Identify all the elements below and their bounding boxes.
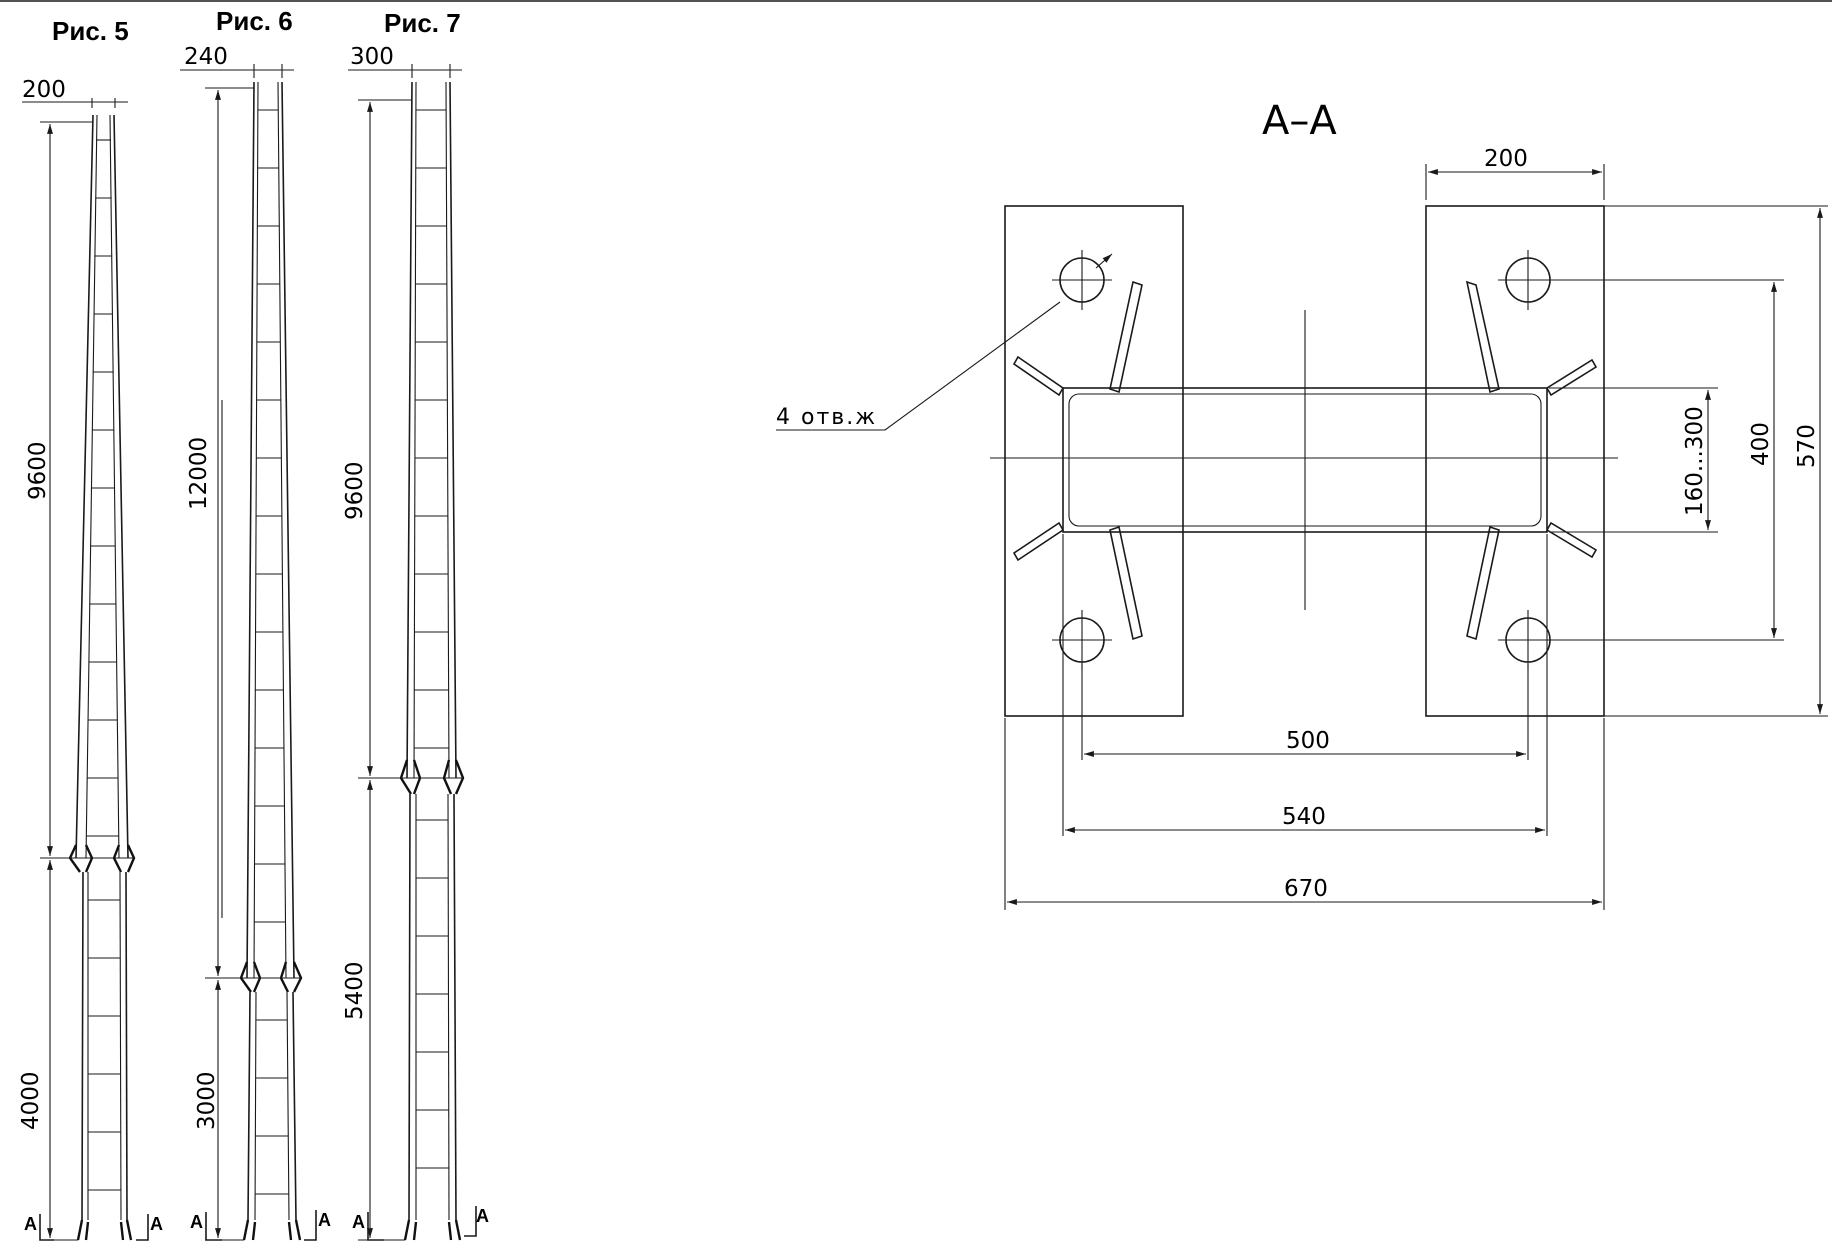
channel-height-dimension: 160...300 [1549, 387, 1718, 533]
channel-height-label: 160...300 [1682, 406, 1708, 516]
fig6-section-markers: A A [190, 1210, 331, 1241]
gusset-ribs [1012, 280, 1598, 641]
fig6-top-width-dimension: 240 [180, 44, 294, 78]
hole-callout-label: 4 отв.ж [776, 405, 877, 430]
figure-7-title: Рис. 7 [384, 8, 461, 38]
fig5-ladder-rungs [86, 139, 121, 1191]
fig7-height-dimensions: 9600 5400 [342, 99, 412, 1241]
right-base-plate [1425, 205, 1605, 717]
total-height-label: 570 [1794, 424, 1820, 468]
hole-spacing-y-dimension: 400 [1550, 279, 1784, 641]
bolt-hole-top-right [1498, 250, 1558, 310]
fig5-splice-joint [68, 844, 136, 873]
fig6-lower-height-label: 3000 [194, 1071, 220, 1130]
fig6-ladder-rungs [254, 109, 289, 1195]
fig6-total-height-label: 12000 [186, 437, 212, 510]
fig7-ladder-rungs [414, 109, 449, 1169]
total-width-label: 670 [1284, 876, 1328, 902]
left-base-plate [1004, 205, 1184, 717]
inner-width-label: 540 [1282, 804, 1326, 830]
fig7-section-marker-right: A [476, 1206, 489, 1226]
fig5-lower-height-label: 4000 [18, 1071, 44, 1130]
bolt-holes [1052, 250, 1558, 670]
fig5-section-marker-right: A [150, 1214, 163, 1234]
inner-width-dimension: 540 [1062, 534, 1548, 836]
hole-spacing-x-dimension: 500 [1081, 664, 1529, 760]
figure-5: Рис. 5 200 [18, 16, 163, 1241]
fig7-top-width-dimension: 300 [348, 44, 462, 78]
plate-width-label: 200 [1484, 146, 1528, 172]
figure-5-title: Рис. 5 [52, 16, 129, 46]
total-width-dimension: 670 [1004, 718, 1605, 910]
fig6-splice-joint [239, 961, 303, 993]
fig7-top-width-label: 300 [350, 44, 394, 70]
fig6-section-marker-left: A [190, 1212, 203, 1232]
fig7-pole-lower [403, 793, 462, 1241]
fig6-top-width-label: 240 [184, 44, 228, 70]
hole-spacing-y-label: 400 [1748, 422, 1774, 466]
fig5-height-dimensions: 9600 4000 [18, 121, 92, 1241]
bolt-hole-bottom-left [1052, 610, 1112, 670]
bolt-hole-bottom-right [1498, 610, 1558, 670]
fig5-pole-upper [75, 114, 129, 859]
fig6-pole-upper [246, 81, 295, 979]
fig5-section-marker-left: A [24, 1214, 37, 1234]
figure-7: Рис. 7 300 [342, 8, 489, 1241]
fig7-upper-height-label: 9600 [342, 461, 368, 520]
fig5-section-markers: A A [24, 1214, 163, 1241]
fig5-pole-lower [76, 871, 133, 1241]
fig7-section-marker-left: A [352, 1212, 365, 1232]
fig7-section-markers: A A [352, 1206, 489, 1241]
fig5-top-width-dimension: 200 [22, 77, 128, 108]
fig6-section-marker-right: A [318, 1210, 331, 1230]
plate-width-dimension: 200 [1425, 146, 1605, 200]
fig6-pole-lower [242, 991, 302, 1241]
fig5-upper-height-label: 9600 [25, 441, 51, 500]
figure-6-title: Рис. 6 [216, 6, 293, 36]
total-height-dimension: 570 [1604, 205, 1828, 717]
fig5-top-width-label: 200 [22, 77, 66, 103]
fig7-splice-joint [399, 759, 465, 795]
hole-spacing-x-label: 500 [1286, 728, 1330, 754]
section-title: А–А [1262, 98, 1337, 144]
fig7-pole-upper [406, 81, 457, 779]
figure-6: Рис. 6 240 [180, 6, 331, 1241]
fig6-height-dimensions: 12000 3000 [186, 87, 254, 1241]
hole-callout: 4 отв.ж [776, 253, 1113, 431]
bolt-hole-top-left [1052, 250, 1112, 310]
section-view-a-a: А–А [776, 98, 1828, 910]
fig7-lower-height-label: 5400 [342, 961, 368, 1020]
